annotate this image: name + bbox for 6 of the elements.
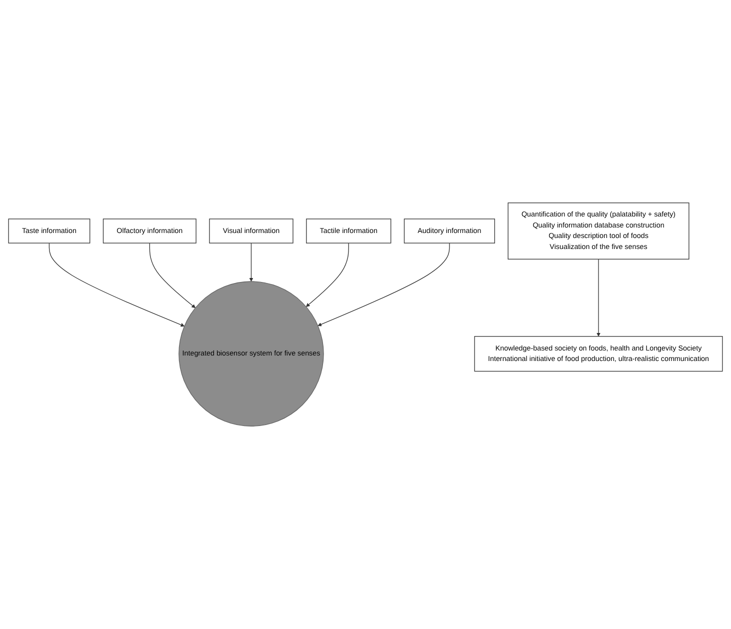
arrow [149, 242, 196, 308]
arrow [48, 242, 185, 327]
arrow [318, 242, 450, 326]
arrow [596, 258, 600, 337]
arrow [306, 242, 349, 307]
arrow [249, 242, 254, 282]
